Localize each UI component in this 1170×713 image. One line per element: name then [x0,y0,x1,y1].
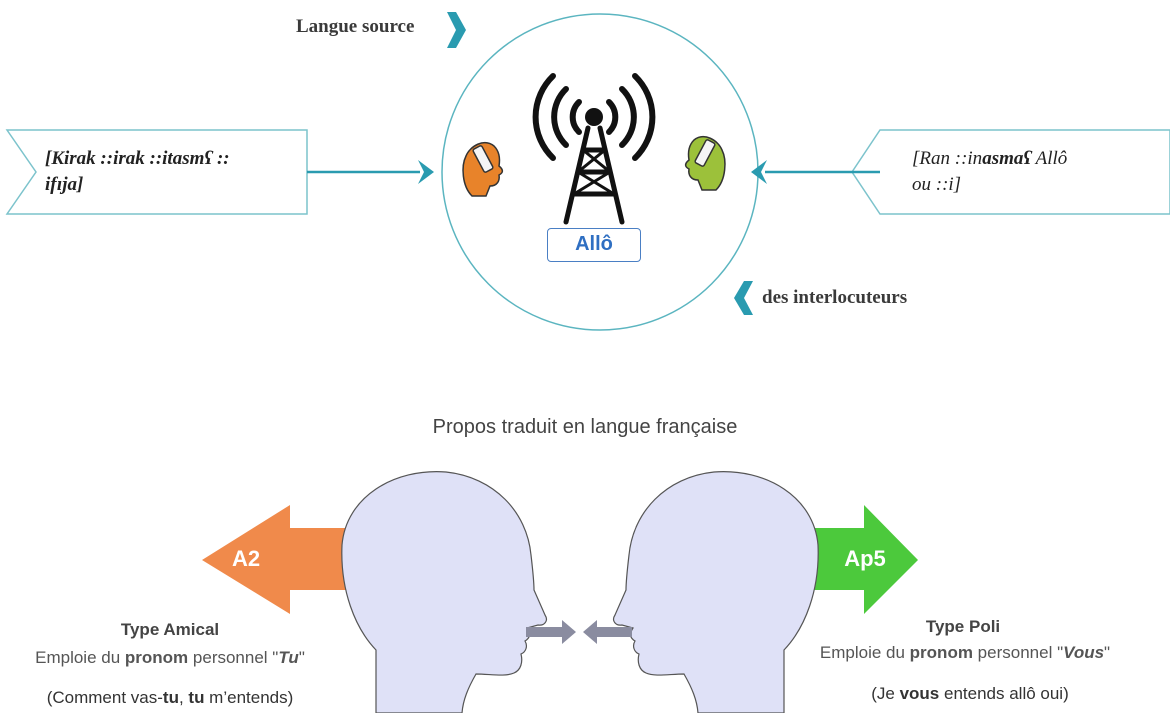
right-connector-arrow [751,160,880,184]
antenna-tower-icon [532,73,656,225]
left-connector-arrow [307,160,434,184]
type-poli-title: Type Poli [925,617,1001,636]
allo-badge: Allô [547,228,641,262]
small-arrow-right [526,620,576,644]
left-head-silhouette [341,471,548,713]
type-amical-example: (Comment vas-tu, tu m’entends) [46,688,294,707]
translated-title: Propos traduit en langue française [432,416,738,438]
type-poli-example: (Je vous entends allô oui) [871,684,1069,703]
type-amical-desc: Emploie du pronom personnel "Tu" [35,648,305,667]
left-quote-text: [Kirak ::irak ::itasmʕ :: ifɪja] [45,148,230,195]
interlocutors-label: des interlocuteurs [762,287,908,308]
source-language-label: Langue source [296,16,415,37]
ap5-label: Ap5 [844,546,886,571]
right-arrow-ap5 [790,505,918,614]
person-phone-left-icon [462,142,504,197]
type-amical-title: Type Amical [120,620,220,639]
right-head-silhouette [612,471,819,713]
chevron-left-icon [734,281,753,315]
small-arrow-left [583,620,632,644]
left-quote-banner [5,129,308,215]
person-phone-right-icon [684,136,726,191]
chevron-right-icon [447,12,466,48]
right-quote-text: [Ran ::inasmaʕ Allô ou ::i] [912,148,1068,195]
right-quote-banner [851,129,1170,215]
type-poli-desc: Emploie du pronom personnel "Vous" [819,643,1111,662]
left-arrow-a2 [202,505,372,614]
a2-label: A2 [231,546,261,571]
